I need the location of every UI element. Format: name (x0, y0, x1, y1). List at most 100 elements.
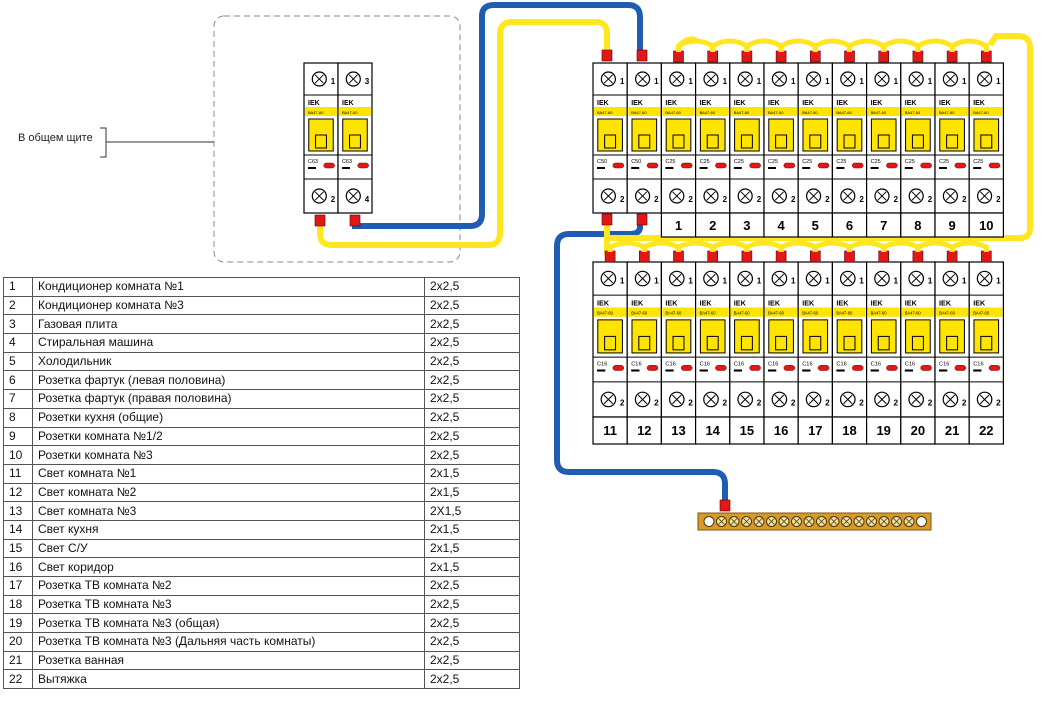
terminal-number-bottom: 2 (962, 399, 967, 408)
rating-label: C16 (768, 361, 778, 367)
circuit-number: 8 (914, 218, 921, 233)
cell-num: 3 (3, 314, 33, 335)
lever-handle (706, 134, 719, 149)
blue-wire-neutral (554, 222, 728, 502)
circuit-number-cell (626, 416, 663, 445)
rating-mark (870, 369, 879, 372)
model-label: ВА47-60 (836, 110, 852, 115)
screw-slot (805, 518, 813, 525)
rating-mark (836, 167, 845, 169)
wire-terminal (719, 499, 731, 512)
cell-name: Свет комната №3 (32, 501, 425, 521)
wire-terminal (673, 250, 684, 263)
breaker-lever (802, 118, 829, 152)
blue-wire-main (352, 2, 643, 229)
lever-handle (638, 335, 651, 351)
rating-label: C25 (802, 159, 812, 165)
screw-slot (706, 394, 716, 405)
screw-slot (638, 191, 648, 201)
status-indicator (749, 365, 761, 371)
circuit-number: 3 (743, 218, 750, 233)
model-label: ВА47-60 (802, 311, 819, 316)
rating-label: C16 (939, 361, 949, 367)
terminal-number-top: 1 (962, 277, 967, 286)
cell-name: Розетка ТВ комната №2 (32, 576, 425, 596)
common-panel-label: В общем щите (18, 132, 93, 144)
screw-slot (672, 74, 682, 84)
rating-label: C25 (939, 159, 949, 165)
screw-slot (911, 191, 921, 201)
cell-section: 2х2,5 (424, 314, 520, 335)
cell-num: 19 (3, 613, 33, 634)
lever-handle (604, 335, 617, 351)
wire-terminal (349, 214, 361, 227)
cell-name: Свет кухня (32, 519, 425, 540)
circuit-number-cell (900, 212, 936, 238)
model-label: ВА47-60 (597, 311, 614, 316)
wire-terminal (809, 50, 821, 63)
brand-label: IEK (768, 298, 781, 307)
screw-slot (603, 394, 614, 405)
terminal-number-bottom: 2 (859, 195, 864, 204)
circuit-number-cell (900, 416, 936, 445)
screw-slot (877, 74, 887, 84)
screw-slot (945, 394, 956, 405)
terminal-number-bottom: 2 (688, 399, 693, 408)
terminal-number-top: 1 (654, 277, 659, 286)
model-label: ВА47-60 (768, 110, 784, 115)
bridge-wire (881, 38, 921, 52)
brand-label: IEK (973, 298, 986, 307)
rating-label: C16 (665, 361, 675, 367)
screw-slot (743, 518, 750, 525)
terminal-number-top: 1 (757, 277, 762, 286)
lever-handle (843, 335, 856, 351)
rating-label: C25 (973, 159, 983, 165)
wire-terminal (601, 49, 613, 62)
cell-name: Кондиционер комната №3 (32, 295, 425, 316)
terminal-number-top: 1 (791, 77, 796, 86)
screw-slot (980, 191, 990, 201)
terminal-number-bottom: 2 (757, 195, 762, 204)
terminal-number-bottom: 2 (791, 399, 796, 408)
cell-section: 2х2,5 (424, 613, 520, 634)
screw-slot (808, 394, 819, 405)
wire-terminal (912, 50, 924, 63)
terminal-number-bottom: 2 (620, 195, 625, 204)
rating-label: C16 (597, 361, 607, 367)
breaker-band (970, 107, 1003, 116)
cell-num: 20 (3, 632, 33, 652)
cell-section: 2х1,5 (424, 519, 520, 540)
status-indicator (920, 162, 932, 169)
brand-label: IEK (973, 100, 985, 107)
rating-mark (308, 167, 316, 169)
circuit-number-cell (968, 416, 1005, 445)
rating-label: C25 (768, 159, 778, 165)
screw-slot (843, 74, 853, 84)
screw-slot (979, 394, 990, 405)
wire-terminal (980, 50, 992, 63)
screw-slot (638, 74, 648, 84)
rating-mark (939, 167, 947, 169)
cell-num: 14 (3, 519, 33, 540)
status-indicator (612, 365, 625, 371)
wire-terminal (741, 50, 753, 63)
model-label: ВА47-60 (905, 311, 922, 316)
rating-mark (665, 167, 674, 169)
terminal-number-bottom: 2 (825, 195, 830, 204)
cell-section: 2х2,5 (424, 445, 520, 465)
status-indicator (886, 365, 898, 371)
rating-mark (342, 167, 350, 169)
bridge-wire (812, 38, 852, 52)
brand-label: IEK (836, 298, 849, 307)
bridge-wire (676, 240, 716, 252)
model-label: ВА47-60 (631, 311, 648, 316)
bridge-wire (847, 240, 887, 252)
screw-slot (905, 518, 913, 525)
cell-name: Розетки комната №1/2 (32, 426, 425, 447)
